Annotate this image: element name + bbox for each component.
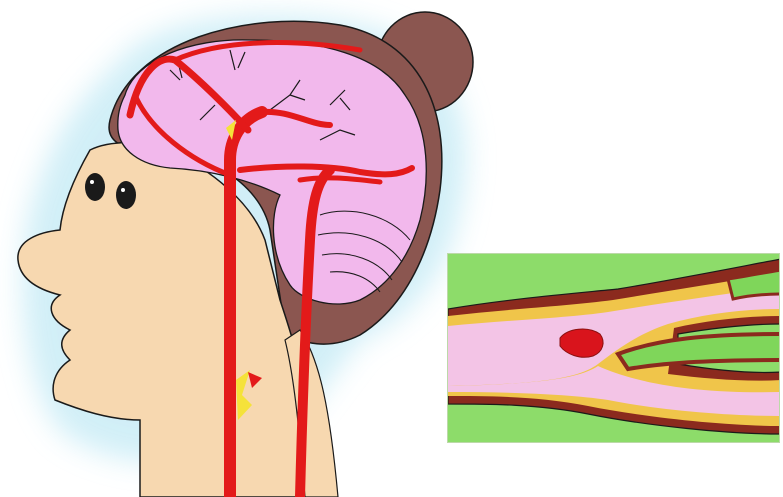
artery-inset	[447, 253, 780, 443]
eye-right	[116, 181, 136, 209]
head-svg	[0, 0, 500, 497]
eye-left	[85, 173, 105, 201]
head-illustration	[0, 0, 500, 497]
artery-inset-svg	[448, 254, 780, 443]
